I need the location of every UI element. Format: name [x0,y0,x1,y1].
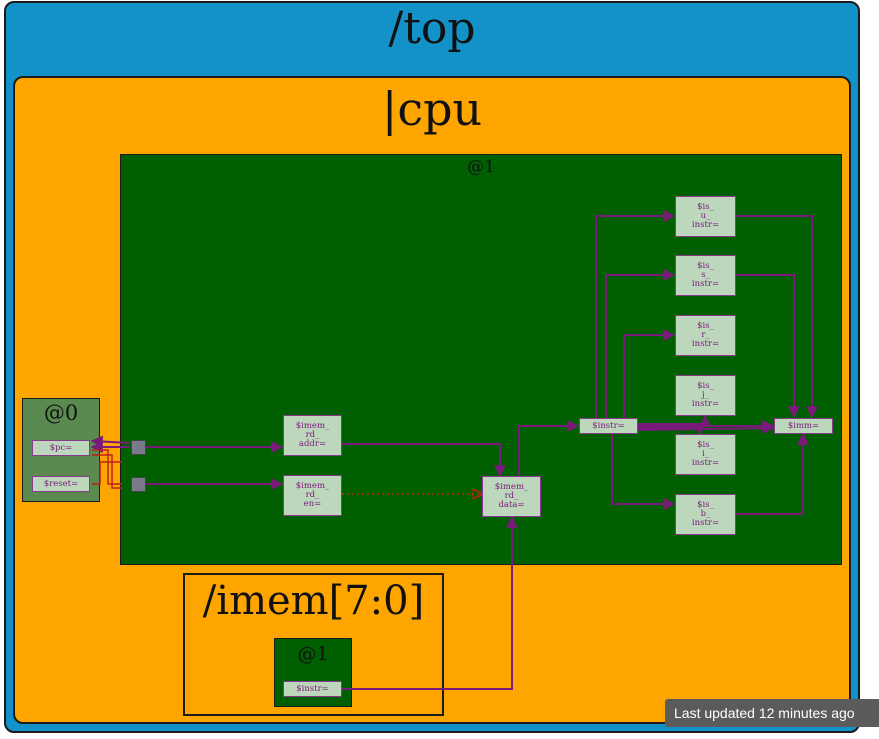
wire-is-u-to-imm [736,215,818,419]
imem-stage-1-label: @1 [297,643,329,665]
signal-is-b-instr[interactable]: $is_ b_ instr= [675,494,736,535]
wire-imem-instr-to-rd-data [342,515,518,690]
wire-is-b-to-imm [736,432,809,515]
signal-is-i-instr[interactable]: $is_ i_ instr= [675,434,736,475]
signal-imem-rd-addr[interactable]: $imem_ rd_ addr= [283,415,342,456]
signal-reset[interactable]: $reset= [32,476,90,492]
wire-instr-to-is-b [611,432,676,510]
wire-reset-red-c [92,461,122,485]
wire-is-s-to-imm [736,274,800,419]
wire-reset-red-a [92,449,122,485]
signal-is-s-instr[interactable]: $is_ s_ instr= [675,255,736,296]
signal-imem-rd-en[interactable]: $imem_ rd_ en= [283,475,342,516]
signal-imem-instr[interactable]: $instr= [283,681,342,697]
wire-rd-data-to-instr [518,420,580,476]
signal-is-j-instr[interactable]: $is_ j_ instr= [675,375,736,416]
signal-instr[interactable]: $instr= [579,418,638,434]
pc-flop [131,440,146,455]
signal-imem-rd-data[interactable]: $imem_ rd_ data= [482,476,541,517]
wire-instr-to-is-r [623,329,676,420]
signal-is-r-instr[interactable]: $is_ r_ instr= [675,315,736,356]
last-updated-toast: Last updated 12 minutes ago [665,699,879,727]
wire-instr-to-is-s [605,269,676,420]
wire-flop-to-pc-b [90,435,131,448]
top-scope-title: /top [388,3,476,54]
wire-instr-to-is-j [638,414,711,427]
wire-imem-rd-addr-to-rd-data [342,443,506,478]
signal-is-u-instr[interactable]: $is_ u_ instr= [675,196,736,237]
signal-pc[interactable]: $pc= [32,440,90,456]
signal-imm[interactable]: $imm= [774,418,833,434]
reset-flop [131,477,146,492]
cpu-stage-0-label: @0 [43,401,79,425]
wire-instr-to-imm-b [637,422,775,435]
wire-instr-to-is-u [595,210,676,420]
cpu-stage-1-label: @1 [467,157,495,177]
wire-reset-red-b [92,454,122,489]
wire-instr-to-is-i [638,423,706,436]
cpu-scope-title: |cpu [381,82,483,136]
imem-scope-title: /imem[7:0] [202,578,425,624]
